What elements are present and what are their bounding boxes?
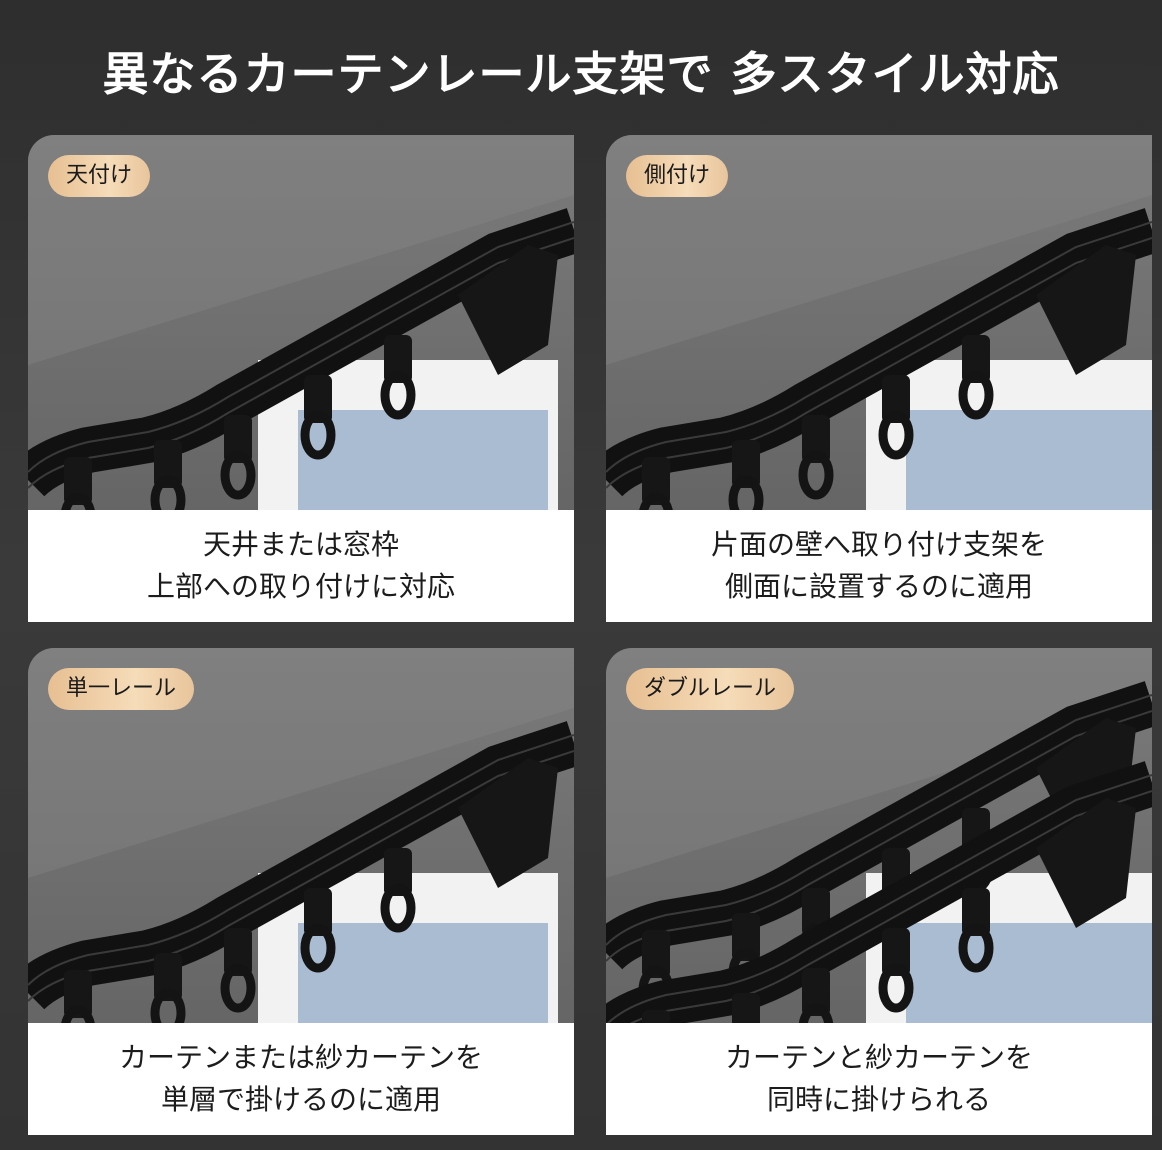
curtain-hook — [642, 1010, 670, 1023]
curtain-hook — [224, 415, 252, 463]
caption-box: 天井または窓枠上部への取り付けに対応 — [28, 510, 574, 622]
curtain-hook — [154, 440, 182, 488]
end-cap — [1036, 245, 1136, 375]
hook-ring — [61, 492, 95, 510]
caption-line-1: 片面の壁へ取り付け支架を — [710, 528, 1047, 561]
window-glass — [906, 923, 1152, 1023]
window-glass — [906, 410, 1152, 510]
page-title: 異なるカーテンレール支架で 多スタイル対応 — [102, 47, 1060, 101]
curtain-hook — [304, 375, 332, 423]
curtain-hook — [732, 913, 760, 961]
curtain-hook — [882, 375, 910, 423]
rail-illustration — [606, 135, 1152, 510]
hook-ring — [798, 450, 834, 500]
hook-ring — [728, 475, 764, 510]
hook-ring — [380, 883, 416, 933]
curtain-hook — [224, 928, 252, 976]
curtain-hook — [642, 457, 670, 505]
hook-ring — [150, 988, 186, 1023]
hook-ring — [878, 410, 914, 460]
curtain-hook — [882, 928, 910, 976]
hook-ring — [380, 370, 416, 420]
panel-single-rail: 単一レールカーテンまたは紗カーテンを単層で掛けるのに適用 — [28, 648, 574, 1135]
curtain-hook — [962, 888, 990, 936]
hook-ring — [61, 1005, 95, 1023]
curtain-hook — [642, 930, 670, 978]
caption-line-2: 上部への取り付けに対応 — [146, 570, 455, 603]
panel-double-rail: ダブルレールカーテンと紗カーテンを同時に掛けられる — [606, 648, 1152, 1135]
caption-box: 片面の壁へ取り付け支架を側面に設置するのに適用 — [606, 510, 1152, 622]
caption-line-1: カーテンと紗カーテンを — [724, 1041, 1033, 1074]
caption-line-2: 同時に掛けられる — [766, 1083, 991, 1116]
curtain-hook — [732, 440, 760, 488]
hook-ring — [958, 370, 994, 420]
window-glass — [298, 410, 548, 510]
caption-line-1: 天井または窓枠 — [202, 528, 399, 561]
caption-box: カーテンまたは紗カーテンを単層で掛けるのに適用 — [28, 1023, 574, 1135]
caption-line-2: 側面に設置するのに適用 — [724, 570, 1033, 603]
mount-type-badge: ダブルレール — [626, 668, 795, 710]
end-cap — [458, 245, 558, 375]
caption-line-1: カーテンまたは紗カーテンを — [118, 1041, 483, 1074]
caption-line-2: 単層で掛けるのに適用 — [160, 1083, 441, 1116]
hook-ring — [639, 492, 673, 510]
mount-type-badge: 天付け — [48, 155, 151, 197]
curtain-hook — [802, 415, 830, 463]
mount-type-badge: 単一レール — [48, 668, 195, 710]
caption-box: カーテンと紗カーテンを同時に掛けられる — [606, 1023, 1152, 1135]
hook-ring — [958, 923, 994, 973]
hook-ring — [220, 450, 256, 500]
window-glass — [298, 923, 548, 1023]
hook-ring — [150, 475, 186, 510]
curtain-hook — [962, 335, 990, 383]
curtain-hook — [732, 993, 760, 1023]
end-cap — [458, 758, 558, 888]
end-cap — [1036, 798, 1136, 928]
curtain-hook — [64, 457, 92, 505]
curtain-hook — [154, 953, 182, 1001]
curtain-hook — [64, 970, 92, 1018]
mount-type-badge: 側付け — [626, 155, 729, 197]
curtain-hook — [802, 968, 830, 1016]
rail-illustration — [28, 135, 574, 510]
hook-ring — [300, 923, 336, 973]
panel-side-mount: 側付け片面の壁へ取り付け支架を側面に設置するのに適用 — [606, 135, 1152, 622]
hook-ring — [878, 963, 914, 1013]
curtain-hook — [384, 335, 412, 383]
curtain-hook — [384, 848, 412, 896]
rail-illustration — [606, 648, 1152, 1023]
curtain-hook — [304, 888, 332, 936]
panel-ceiling-mount: 天付け天井または窓枠上部への取り付けに対応 — [28, 135, 574, 622]
hook-ring — [220, 963, 256, 1013]
hook-ring — [798, 1003, 834, 1023]
hook-ring — [300, 410, 336, 460]
